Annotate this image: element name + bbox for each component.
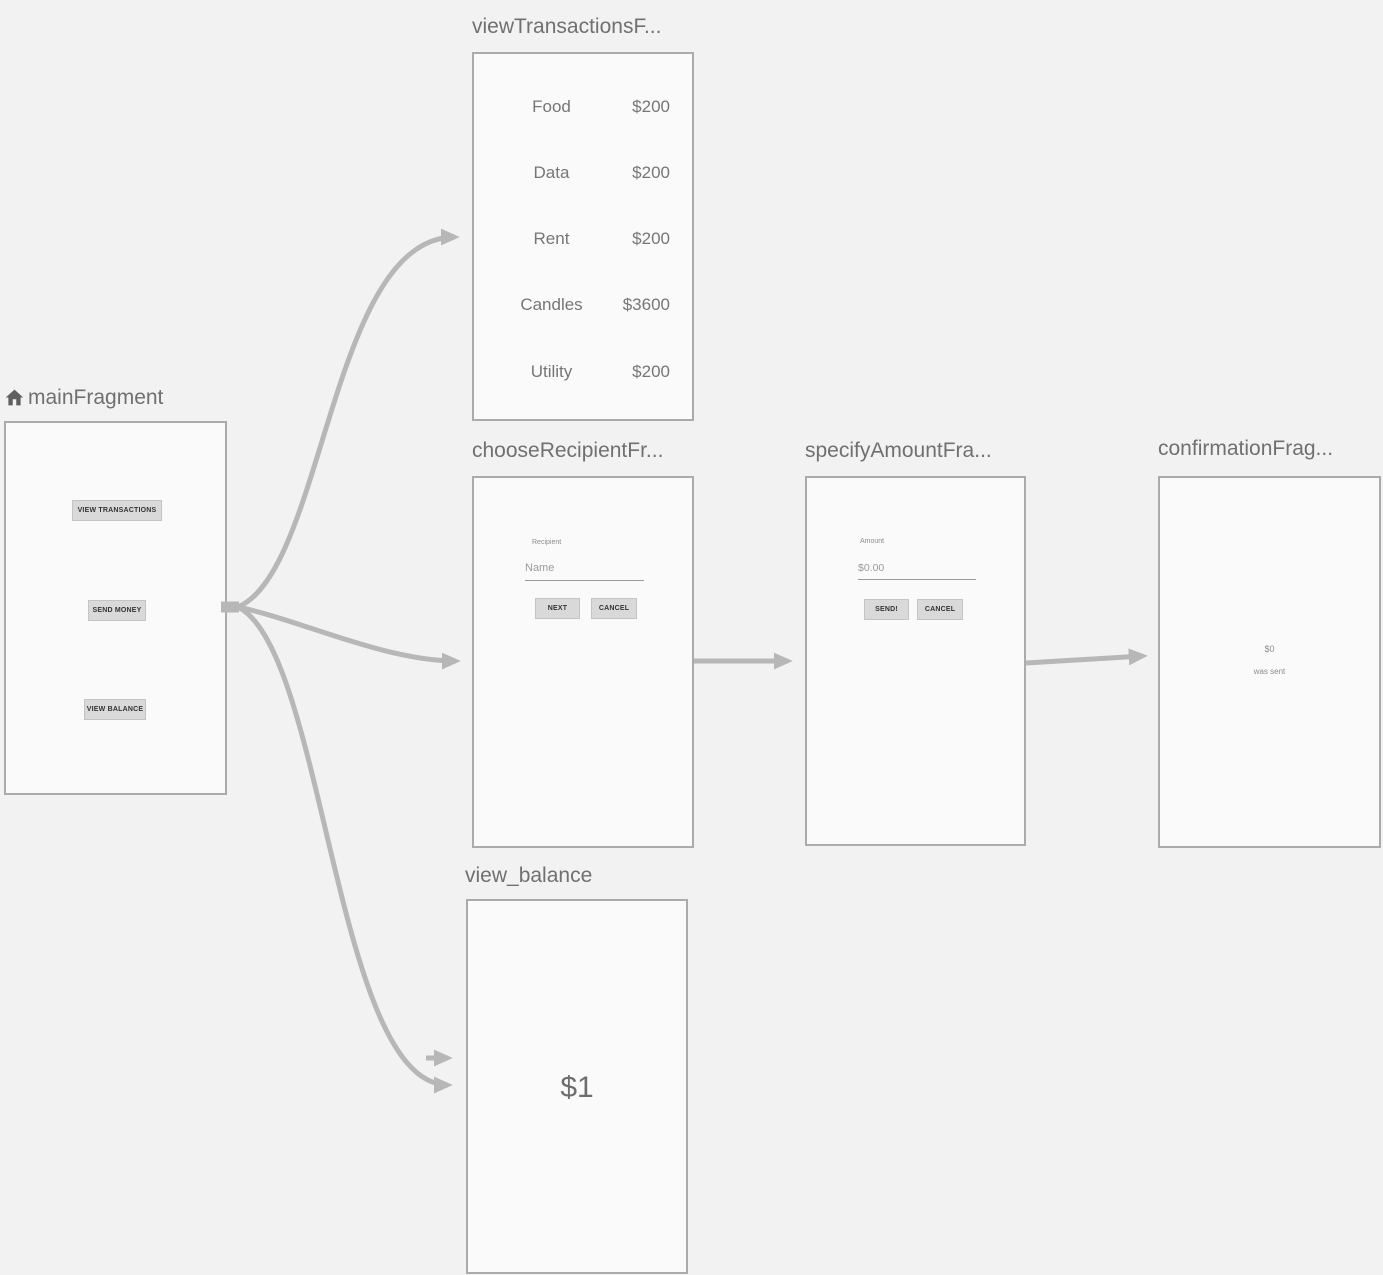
fragment-card-view-balance[interactable]: $1: [466, 899, 688, 1274]
confirmation-message-text: was sent: [1253, 667, 1286, 676]
transaction-row: Rent $200: [474, 228, 692, 250]
action-arrow-main-to-view-balance[interactable]: [236, 604, 453, 1094]
balance-amount-text: $1: [560, 1071, 594, 1104]
transaction-label: Data: [533, 163, 570, 182]
transaction-row: Food $200: [474, 96, 692, 118]
recipient-field-label: Recipient: [532, 539, 562, 546]
recipient-field-underline: [525, 580, 644, 581]
preview-send-money-button: SEND MONEY: [88, 600, 146, 621]
action-arrow-main-to-view-transactions[interactable]: [236, 228, 460, 610]
transaction-row: Data $200: [474, 162, 692, 184]
fragment-card-specify-amount[interactable]: Amount $0.00 SEND! CANCEL: [805, 476, 1026, 846]
recipient-name-placeholder: Name: [525, 562, 555, 574]
transaction-label: Food: [532, 97, 571, 116]
action-arrow-specify-amount-to-confirmation[interactable]: [1025, 648, 1148, 666]
transaction-label: Utility: [530, 362, 573, 381]
fragment-title-main[interactable]: mainFragment: [28, 386, 164, 409]
confirmation-amount-text: $0: [1264, 644, 1275, 654]
transaction-amount: $3600: [622, 295, 670, 314]
home-icon: [5, 389, 24, 406]
transaction-amount: $200: [632, 229, 670, 248]
fragment-card-view-transactions[interactable]: Food $200 Data $200 Rent $200 Candles $3…: [472, 52, 694, 421]
transaction-row: Utility $200: [474, 361, 692, 383]
transaction-amount: $200: [632, 97, 670, 116]
action-arrow-main-to-choose-recipient[interactable]: [237, 604, 461, 670]
amount-field-underline: [858, 579, 976, 580]
fragment-title-confirmation[interactable]: confirmationFrag...: [1158, 437, 1334, 460]
fragment-card-confirmation[interactable]: $0 was sent: [1158, 476, 1381, 848]
preview-view-transactions-button: VIEW TRANSACTIONS: [72, 500, 162, 521]
fragment-title-choose-recipient[interactable]: chooseRecipientFr...: [472, 439, 664, 462]
preview-cancel-button: CANCEL: [917, 599, 963, 620]
preview-view-balance-button: VIEW BALANCE: [84, 699, 146, 720]
preview-next-button: NEXT: [535, 598, 580, 619]
transaction-label: Candles: [520, 295, 583, 314]
fragment-title-view-balance[interactable]: view_balance: [465, 864, 593, 887]
transaction-amount: $200: [632, 163, 670, 182]
fragment-card-choose-recipient[interactable]: Recipient Name NEXT CANCEL: [472, 476, 694, 848]
fragment-card-main[interactable]: VIEW TRANSACTIONS SEND MONEY VIEW BALANC…: [4, 421, 227, 795]
fragment-title-view-transactions[interactable]: viewTransactionsF...: [472, 15, 662, 38]
amount-field-label: Amount: [860, 538, 885, 545]
transaction-label: Rent: [533, 229, 570, 248]
fragment-title-specify-amount[interactable]: specifyAmountFra...: [805, 439, 992, 462]
transaction-row: Candles $3600: [474, 294, 692, 316]
preview-send-button: SEND!: [864, 599, 909, 620]
amount-placeholder: $0.00: [858, 562, 885, 574]
transaction-amount: $200: [632, 362, 670, 381]
preview-cancel-button: CANCEL: [591, 598, 637, 619]
